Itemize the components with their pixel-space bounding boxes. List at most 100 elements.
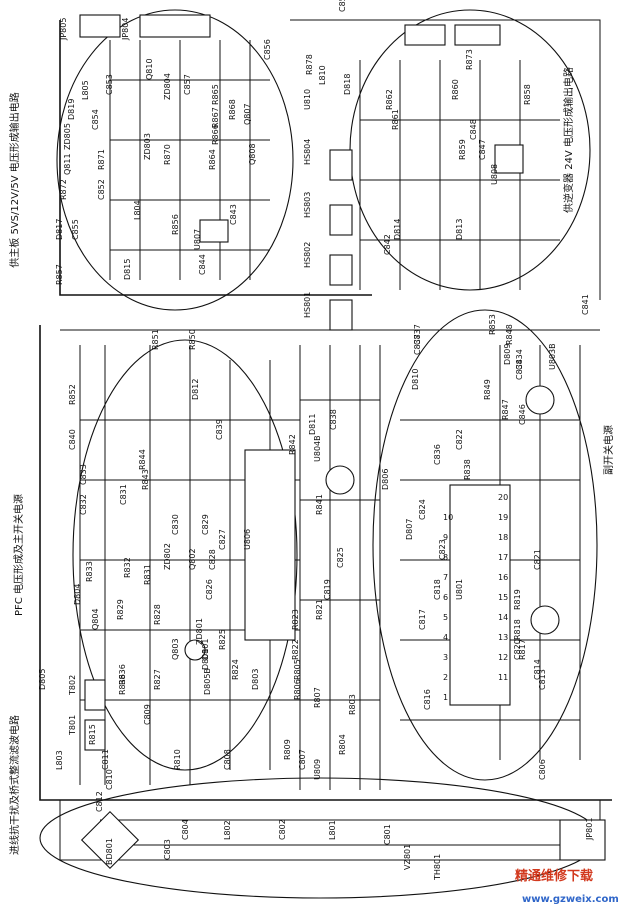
component-label-r858: R858 [523, 84, 532, 105]
component-label-hs801: HS801 [303, 292, 312, 318]
component-label-c840: C840 [68, 429, 77, 450]
component-label-r821: R821 [315, 599, 324, 620]
component-label-u804b: U804B [313, 435, 322, 462]
watermark-cn: 精通维修下载 [515, 868, 593, 884]
component-label-vz801: VZ801 [403, 844, 412, 870]
connector-jp805 [79, 14, 121, 38]
component-label-r857: R857 [55, 264, 64, 285]
u801-pin-12: 12 [498, 653, 508, 662]
component-label-d805: D805 [38, 669, 47, 690]
component-label-r841: R841 [315, 494, 324, 515]
component-label-zd804: ZD804 [163, 73, 172, 100]
component-label-r859: R859 [458, 139, 467, 160]
component-label-d812: D812 [191, 379, 200, 400]
component-label-jp804: JP804 [121, 18, 130, 41]
transformer-t801 [84, 719, 106, 751]
component-label-r829: R829 [116, 599, 125, 620]
component-label-c829: C829 [201, 514, 210, 535]
component-label-r866: R866 [211, 124, 220, 145]
component-label-r805: R805 [293, 659, 302, 680]
optocoupler-u803b [525, 385, 555, 415]
component-label-c817: C817 [418, 609, 427, 630]
component-label-q811: Q811 [63, 153, 72, 175]
component-label-bd801: BD801 [105, 838, 114, 865]
component-label-l805: L805 [81, 80, 90, 100]
component-label-c857: C857 [183, 74, 192, 95]
component-label-r852: R852 [68, 384, 77, 405]
component-label-c834: C834 [515, 349, 524, 370]
connector-inverter-b [454, 24, 501, 46]
u801-pin-13: 13 [498, 633, 508, 642]
component-label-d804: D804 [73, 584, 82, 605]
component-label-d803: D803 [251, 669, 260, 690]
component-label-d806: D806 [381, 469, 390, 490]
ic-u807 [199, 219, 229, 243]
component-label-r850: R850 [188, 329, 197, 350]
component-label-r804: R804 [338, 734, 347, 755]
bridge-bd801 [80, 810, 140, 870]
component-label-r823: R823 [291, 609, 300, 630]
component-label-r870: R870 [163, 144, 172, 165]
component-label-u803b: U803B [548, 343, 557, 370]
u801-pin-16: 16 [498, 573, 508, 582]
component-label-r819: R819 [513, 589, 522, 610]
component-label-c850: C850 [338, 0, 347, 12]
u801-pin-20: 20 [498, 493, 508, 502]
component-label-c838: C838 [329, 409, 338, 430]
u801-pin-3: 3 [443, 653, 448, 662]
watermark: 精通维修下载 www.gzweix.com [515, 868, 619, 905]
component-label-c856: C856 [263, 39, 272, 60]
component-label-t802: T802 [68, 675, 77, 696]
component-label-r822: R822 [291, 639, 300, 660]
component-label-r848: R848 [505, 324, 514, 345]
component-label-d817: D817 [55, 219, 64, 240]
u801-pin-7: 7 [443, 573, 448, 582]
component-label-r861: R861 [391, 109, 400, 130]
u801-pin-4: 4 [443, 633, 448, 642]
component-label-r832: R832 [123, 557, 132, 578]
component-label-c830: C830 [171, 514, 180, 535]
component-label-c819: C819 [323, 579, 332, 600]
component-label-r860: R860 [451, 79, 460, 100]
component-label-c837: C837 [413, 334, 422, 355]
component-label-c832: C832 [79, 494, 88, 515]
u801-pin-5: 5 [443, 613, 448, 622]
component-label-zd803: ZD803 [143, 133, 152, 160]
component-label-c841: C841 [581, 294, 590, 315]
component-label-r843: R843 [141, 469, 150, 490]
component-label-d801: D801 [201, 649, 210, 670]
u801-pin-15: 15 [498, 593, 508, 602]
component-label-q808: Q808 [248, 143, 257, 165]
component-label-th801: TH801 [433, 854, 442, 881]
component-label-c842: C842 [383, 234, 392, 255]
u801-pin-10: 10 [443, 513, 453, 522]
component-label-c836: C836 [433, 444, 442, 465]
component-label-d815: D815 [123, 259, 132, 280]
component-label-c846: C846 [518, 404, 527, 425]
component-label-c813: C813 [538, 669, 547, 690]
component-label-u808: U808 [490, 164, 499, 185]
transformer-t802 [84, 679, 106, 711]
component-label-r831: R831 [143, 564, 152, 585]
component-label-l801: L801 [328, 820, 337, 840]
component-label-c833: C833 [79, 464, 88, 485]
component-label-d810: D810 [411, 369, 420, 390]
component-label-c826: C826 [205, 579, 214, 600]
component-label-d811: D811 [308, 414, 317, 435]
component-label-zd802: ZD802 [163, 543, 172, 570]
component-label-r809: R809 [283, 739, 292, 760]
component-label-c801: C801 [383, 824, 392, 845]
component-label-c848: C848 [469, 119, 478, 140]
u801-pin-14: 14 [498, 613, 508, 622]
component-label-r856: R856 [171, 214, 180, 235]
component-label-r803: R803 [348, 694, 357, 715]
component-label-c820: C820 [513, 639, 522, 660]
component-label-r851: R851 [151, 329, 160, 350]
component-label-r807: R807 [313, 687, 322, 708]
component-label-r868: R868 [228, 99, 237, 120]
component-label-c843: C843 [229, 204, 238, 225]
component-label-r844: R844 [138, 449, 147, 470]
component-label-hs802: HS802 [303, 242, 312, 268]
